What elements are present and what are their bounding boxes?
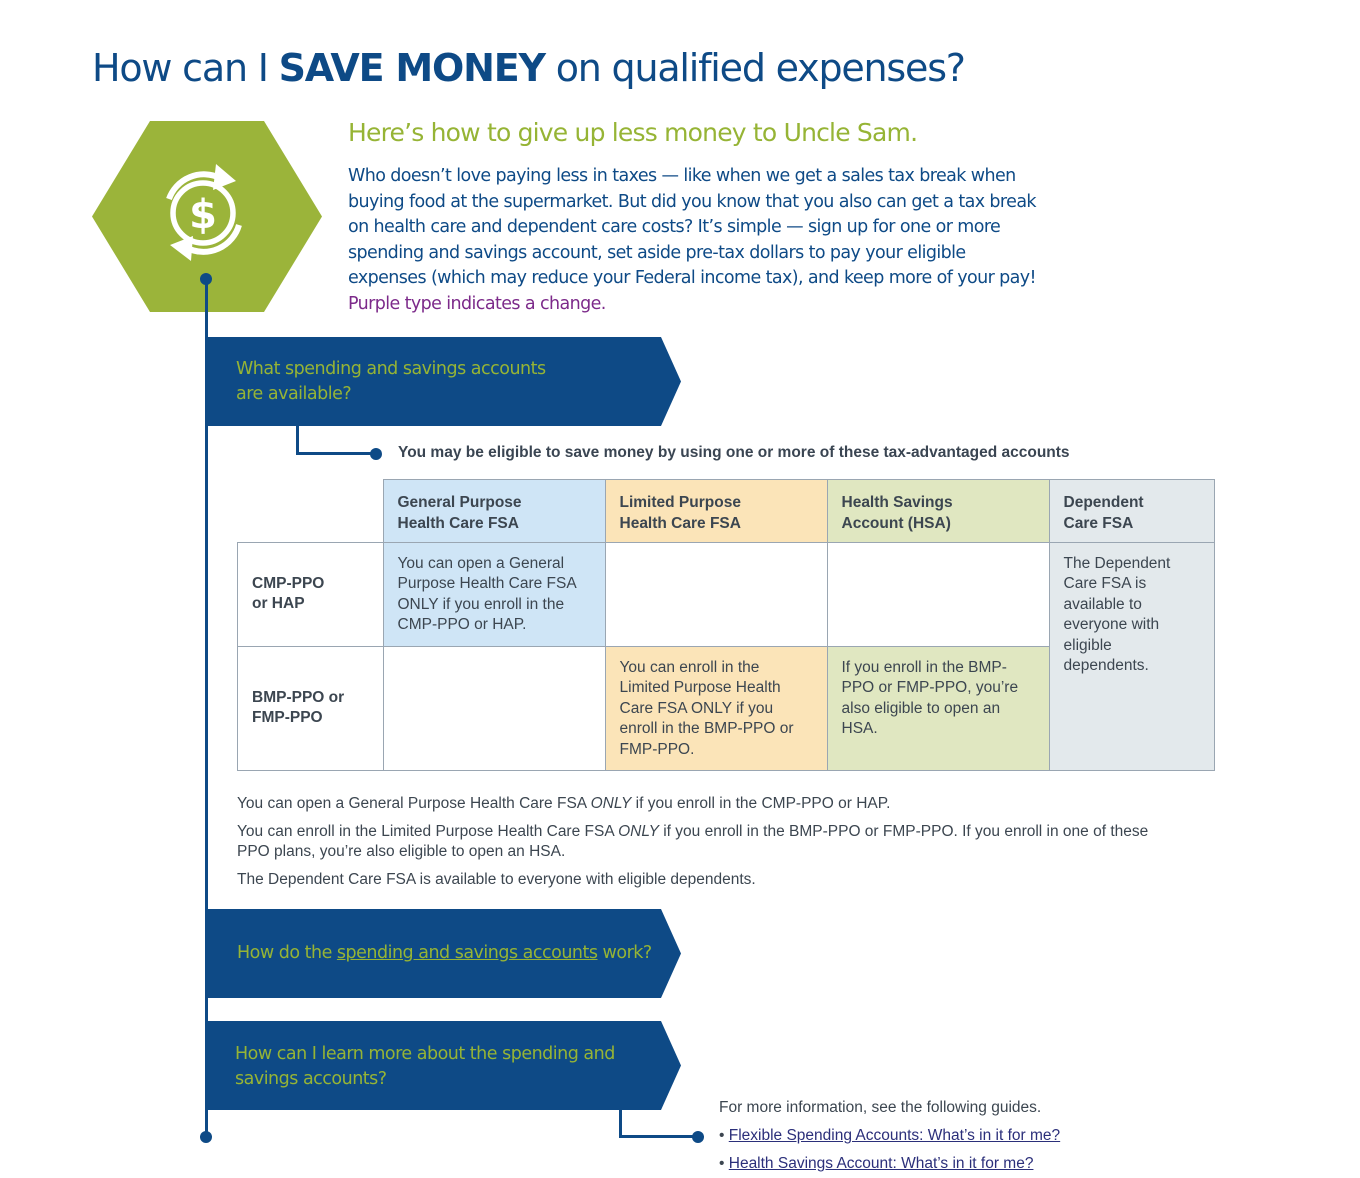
banner-line-1: What spending and savings accounts	[236, 359, 546, 379]
header-line: General Purpose	[397, 494, 522, 511]
note-text: You can open a General Purpose Health Ca…	[237, 795, 591, 812]
title-prefix: How can I	[92, 46, 279, 90]
header-line: Care FSA	[1063, 514, 1134, 532]
more-info-intro: For more information, see the following …	[719, 1099, 1042, 1116]
fsa-guide-link[interactable]: Flexible Spending Accounts: What’s in it…	[728, 1127, 1061, 1144]
header-line: Health Savings	[841, 494, 953, 511]
row-header-line: CMP-PPO	[252, 574, 325, 592]
connector-dot-2	[692, 1131, 704, 1143]
note-emphasis: ONLY	[590, 795, 632, 812]
connector-vertical-2	[619, 1108, 622, 1138]
cell-gp-cmp: You can open a General Purpose Health Ca…	[382, 541, 606, 647]
row-header-line: or HAP	[252, 595, 305, 612]
guide-item: • Flexible Spending Accounts: What’s in …	[719, 1122, 1060, 1150]
eligible-intro: You may be eligible to save money by usi…	[398, 444, 1070, 461]
header-line: Health Care FSA	[619, 514, 741, 532]
banner-shape	[205, 337, 681, 426]
header-line: Limited Purpose	[619, 494, 741, 511]
intro-text: Who doesn’t love paying less in taxes — …	[348, 166, 1037, 289]
svg-text:$: $	[189, 192, 217, 238]
banner-line-2: savings accounts?	[235, 1069, 387, 1089]
banner-heading: How do the spending and savings accounts…	[237, 941, 652, 966]
note-gp: You can open a General Purpose Health Ca…	[237, 794, 1167, 815]
hsa-guide-link[interactable]: Health Savings Account: What’s in it for…	[728, 1155, 1034, 1172]
cell-dc-all: The Dependent Care FSA is available to e…	[1048, 541, 1215, 771]
row-header-bmp-fmp: BMP-PPO or FMP-PPO	[237, 645, 384, 771]
row-header-line: FMP-PPO	[252, 709, 323, 726]
dollar-cycle-icon: $	[92, 121, 322, 312]
banner-heading: What spending and savings accounts are av…	[236, 357, 546, 407]
note-lp: You can enroll in the Limited Purpose He…	[237, 822, 1167, 863]
bullet: •	[719, 1127, 725, 1144]
section-banner-how-work: How do the spending and savings accounts…	[205, 909, 681, 998]
note-text: if you enroll in the CMP-PPO or HAP.	[631, 795, 891, 812]
intro-subtitle: Here’s how to give up less money to Uncl…	[348, 118, 918, 147]
title-suffix: on qualified expenses?	[544, 46, 966, 90]
title-emphasis: SAVE MONEY	[278, 46, 546, 90]
intro-body: Who doesn’t love paying less in taxes — …	[348, 164, 1038, 318]
table-notes: You can open a General Purpose Health Ca…	[237, 794, 1167, 897]
connector-horizontal	[296, 452, 376, 455]
bullet: •	[719, 1155, 725, 1172]
cell-lp-cmp	[604, 541, 828, 647]
banner-shape	[205, 909, 681, 998]
note-emphasis: ONLY	[618, 822, 659, 840]
note-dc: The Dependent Care FSA is available to e…	[237, 870, 756, 888]
row-header-line: BMP-PPO or	[252, 688, 345, 706]
spending-accounts-link[interactable]: spending and savings accounts	[336, 943, 598, 963]
header-line: Health Care FSA	[397, 514, 519, 532]
banner-heading: How can I learn more about the spending …	[235, 1042, 615, 1092]
note-text: if you enroll in the BMP-PPO or FMP-PPO.…	[237, 822, 1149, 861]
banner-shape	[205, 1021, 681, 1110]
banner-text: How do the	[237, 943, 337, 963]
timeline-dot-bottom	[200, 1131, 212, 1143]
timeline-dot-top	[200, 273, 212, 285]
header-line: Account (HSA)	[841, 514, 951, 532]
cell-lp-bmp: You can enroll in the Limited Purpose He…	[604, 645, 828, 771]
banner-line-1: How can I learn more about the spending …	[235, 1044, 615, 1064]
table-corner	[237, 479, 384, 543]
guide-item: • Health Savings Account: What’s in it f…	[719, 1150, 1060, 1178]
connector-dot	[370, 448, 382, 460]
cell-hsa-cmp	[826, 541, 1050, 647]
timeline-line	[205, 279, 208, 1137]
change-note: Purple type indicates a change.	[348, 293, 606, 314]
note-text: You can enroll in the Limited Purpose He…	[237, 822, 619, 840]
cell-gp-bmp	[382, 645, 606, 771]
more-info: For more information, see the following …	[719, 1094, 1060, 1178]
section-banner-learn-more: How can I learn more about the spending …	[205, 1021, 681, 1110]
banner-line-2: are available?	[236, 384, 352, 404]
section-banner-available: What spending and savings accounts are av…	[205, 337, 681, 426]
header-line: Dependent	[1063, 494, 1144, 511]
connector-vertical	[296, 426, 299, 455]
row-header-cmp-hap: CMP-PPO or HAP	[237, 541, 384, 647]
cell-hsa-bmp: If you enroll in the BMP-PPO or FMP-PPO,…	[826, 645, 1050, 771]
page-title: How can I SAVE MONEY on qualified expens…	[92, 46, 966, 90]
connector-horizontal-2	[619, 1135, 699, 1138]
banner-text: work?	[597, 943, 653, 963]
